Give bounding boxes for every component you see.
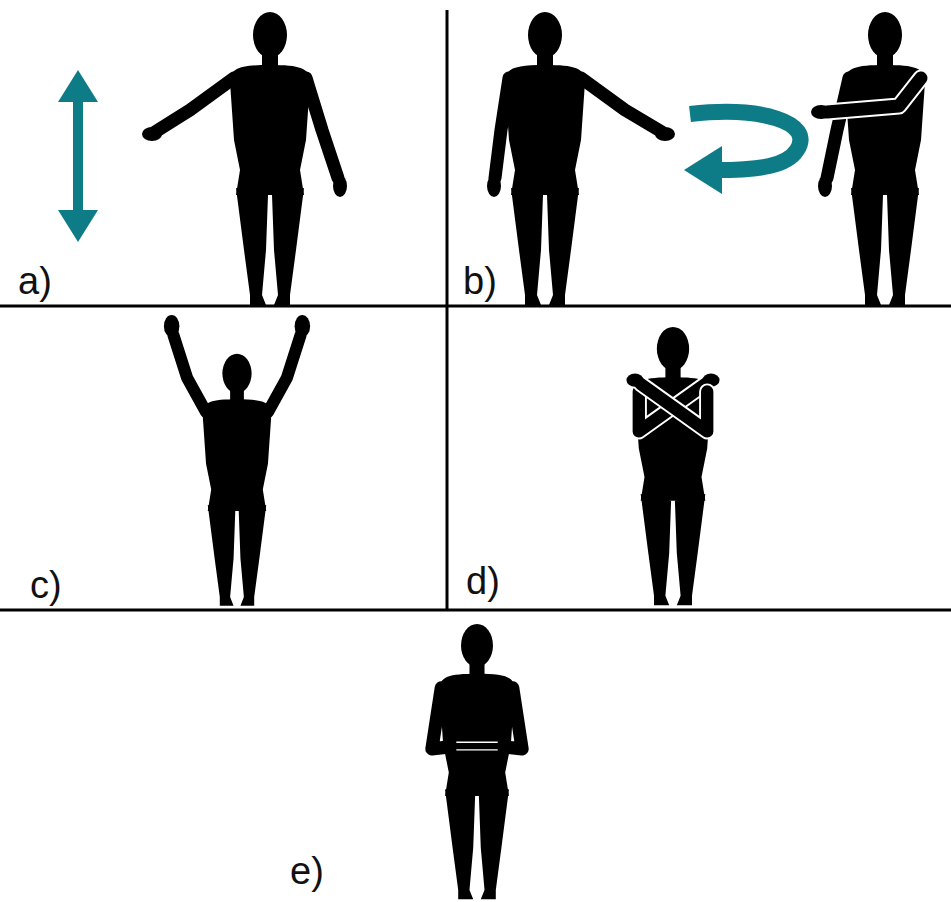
panel-divider	[0, 305, 951, 308]
panel-label: a)	[18, 262, 52, 300]
up-down-arrow	[58, 70, 98, 242]
rotation-arrow	[684, 112, 800, 194]
panel-label: e)	[290, 852, 324, 890]
panel-divider	[0, 609, 951, 612]
panel-divider	[446, 10, 449, 610]
panel-label: d)	[466, 562, 500, 600]
human-silhouette	[432, 624, 522, 899]
human-silhouette	[142, 12, 347, 305]
panel-label: c)	[30, 566, 62, 604]
human-silhouette	[811, 12, 925, 305]
human-silhouette	[164, 315, 310, 606]
human-silhouette	[487, 12, 675, 305]
human-silhouette	[626, 327, 719, 605]
panel-label: b)	[463, 262, 497, 300]
